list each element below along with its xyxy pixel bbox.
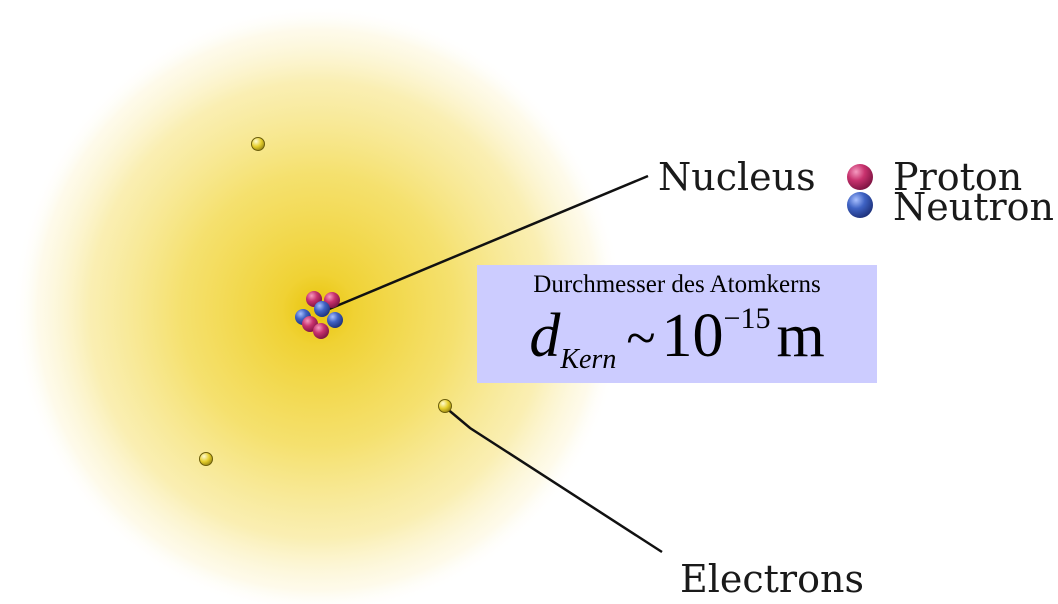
proton-legend-icon <box>847 164 873 190</box>
electrons-leader-line <box>444 406 663 554</box>
formula-exponent: −15 <box>723 302 771 335</box>
electron-particle <box>251 137 265 151</box>
neutron-particle <box>314 301 330 317</box>
formula-operator: ~ <box>626 308 656 368</box>
electron-particle <box>438 399 452 413</box>
nucleus-leader-line <box>321 174 649 314</box>
formula-subscript: Kern <box>560 344 617 375</box>
proton-legend-label: Proton <box>893 155 1023 199</box>
neutron-particle <box>327 312 343 328</box>
electron-particle <box>199 452 213 466</box>
formula-base: 10 <box>661 302 724 370</box>
electrons-label: Electrons <box>680 557 864 601</box>
nucleus-label: Nucleus <box>658 155 816 199</box>
nucleus <box>295 291 343 339</box>
neutron-legend-icon <box>847 192 873 218</box>
formula: dKern ~10−15m <box>477 301 877 375</box>
formula-unit: m <box>776 302 825 370</box>
formula-box: Durchmesser des Atomkerns dKern ~10−15m <box>477 265 877 383</box>
formula-symbol: d <box>529 302 561 370</box>
formula-caption: Durchmesser des Atomkerns <box>533 271 821 298</box>
proton-particle <box>313 323 329 339</box>
neutron-legend-label: Neutron <box>893 185 1054 229</box>
